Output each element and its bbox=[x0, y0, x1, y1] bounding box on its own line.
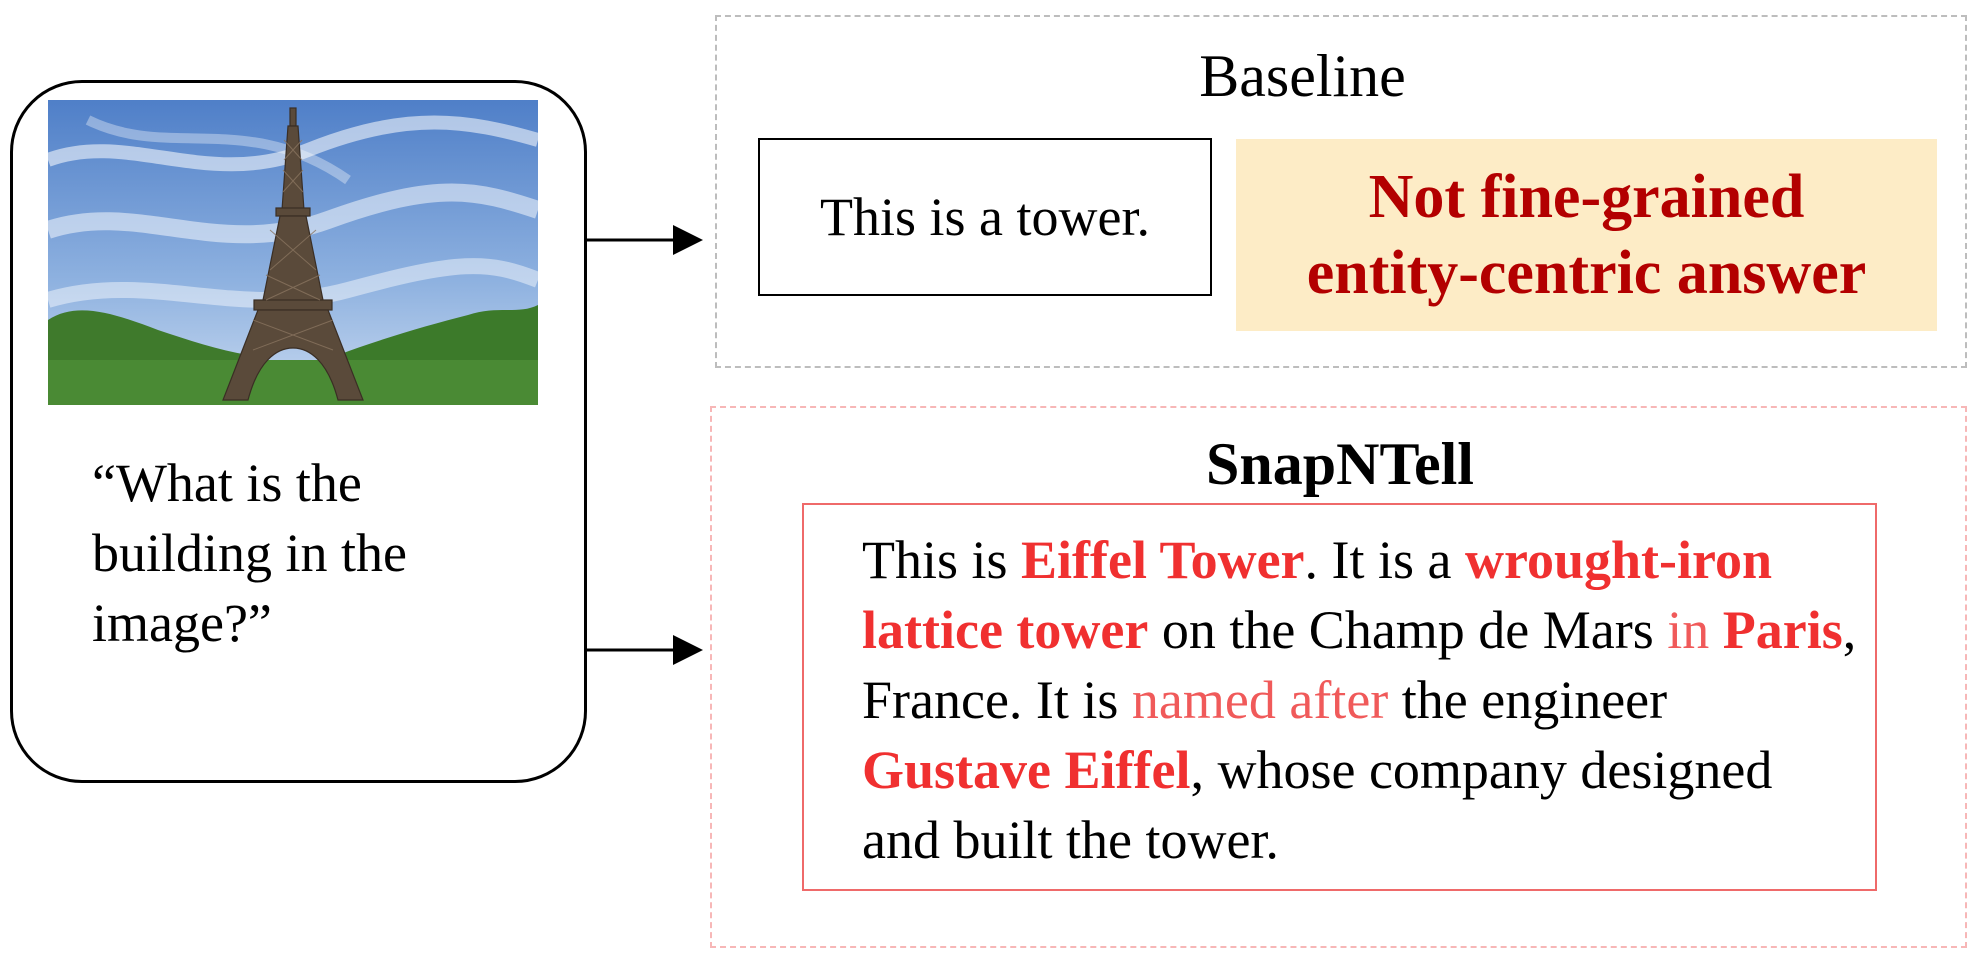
answer-segment: on the Champ de Mars bbox=[1148, 600, 1668, 660]
baseline-answer: This is a tower. bbox=[758, 138, 1212, 296]
answer-entity-paris: Paris bbox=[1722, 600, 1843, 660]
answer-segment: This is bbox=[862, 530, 1022, 590]
answer-segment: the engineer bbox=[1388, 670, 1668, 730]
snapntell-answer-box bbox=[802, 503, 1877, 891]
baseline-title: Baseline bbox=[1199, 43, 1406, 109]
baseline-verdict: Not fine-grained entity-centric answer bbox=[1236, 139, 1937, 331]
answer-soft-in: in bbox=[1667, 600, 1723, 660]
baseline-panel bbox=[715, 15, 1967, 368]
answer-entity-wrought-iron: wrought-iron lattice tower bbox=[862, 530, 1773, 660]
eiffel-tower-image bbox=[48, 100, 538, 405]
answer-segment: , whose company designed and built the t… bbox=[862, 740, 1773, 870]
snapntell-title: SnapNTell bbox=[1206, 431, 1474, 497]
snapntell-answer: This is Eiffel Tower. It is a wrought-ir… bbox=[862, 525, 1862, 875]
answer-soft-named-after: named after bbox=[1131, 670, 1389, 730]
snapntell-panel bbox=[710, 406, 1967, 948]
answer-entity-gustave-eiffel: Gustave Eiffel bbox=[862, 740, 1191, 800]
eiffel-tower-illustration bbox=[48, 100, 538, 405]
baseline-verdict-line2: entity-centric answer bbox=[1306, 239, 1867, 307]
answer-entity-eiffel-tower: Eiffel Tower bbox=[1021, 530, 1305, 590]
answer-segment: . It is a bbox=[1304, 530, 1465, 590]
baseline-verdict-line1: Not fine-grained bbox=[1368, 163, 1805, 231]
answer-segment: , France. It is bbox=[862, 600, 1857, 730]
baseline-answer-text: This is a tower. bbox=[820, 187, 1150, 247]
query-question: “What is the building in the image?” bbox=[92, 453, 407, 653]
